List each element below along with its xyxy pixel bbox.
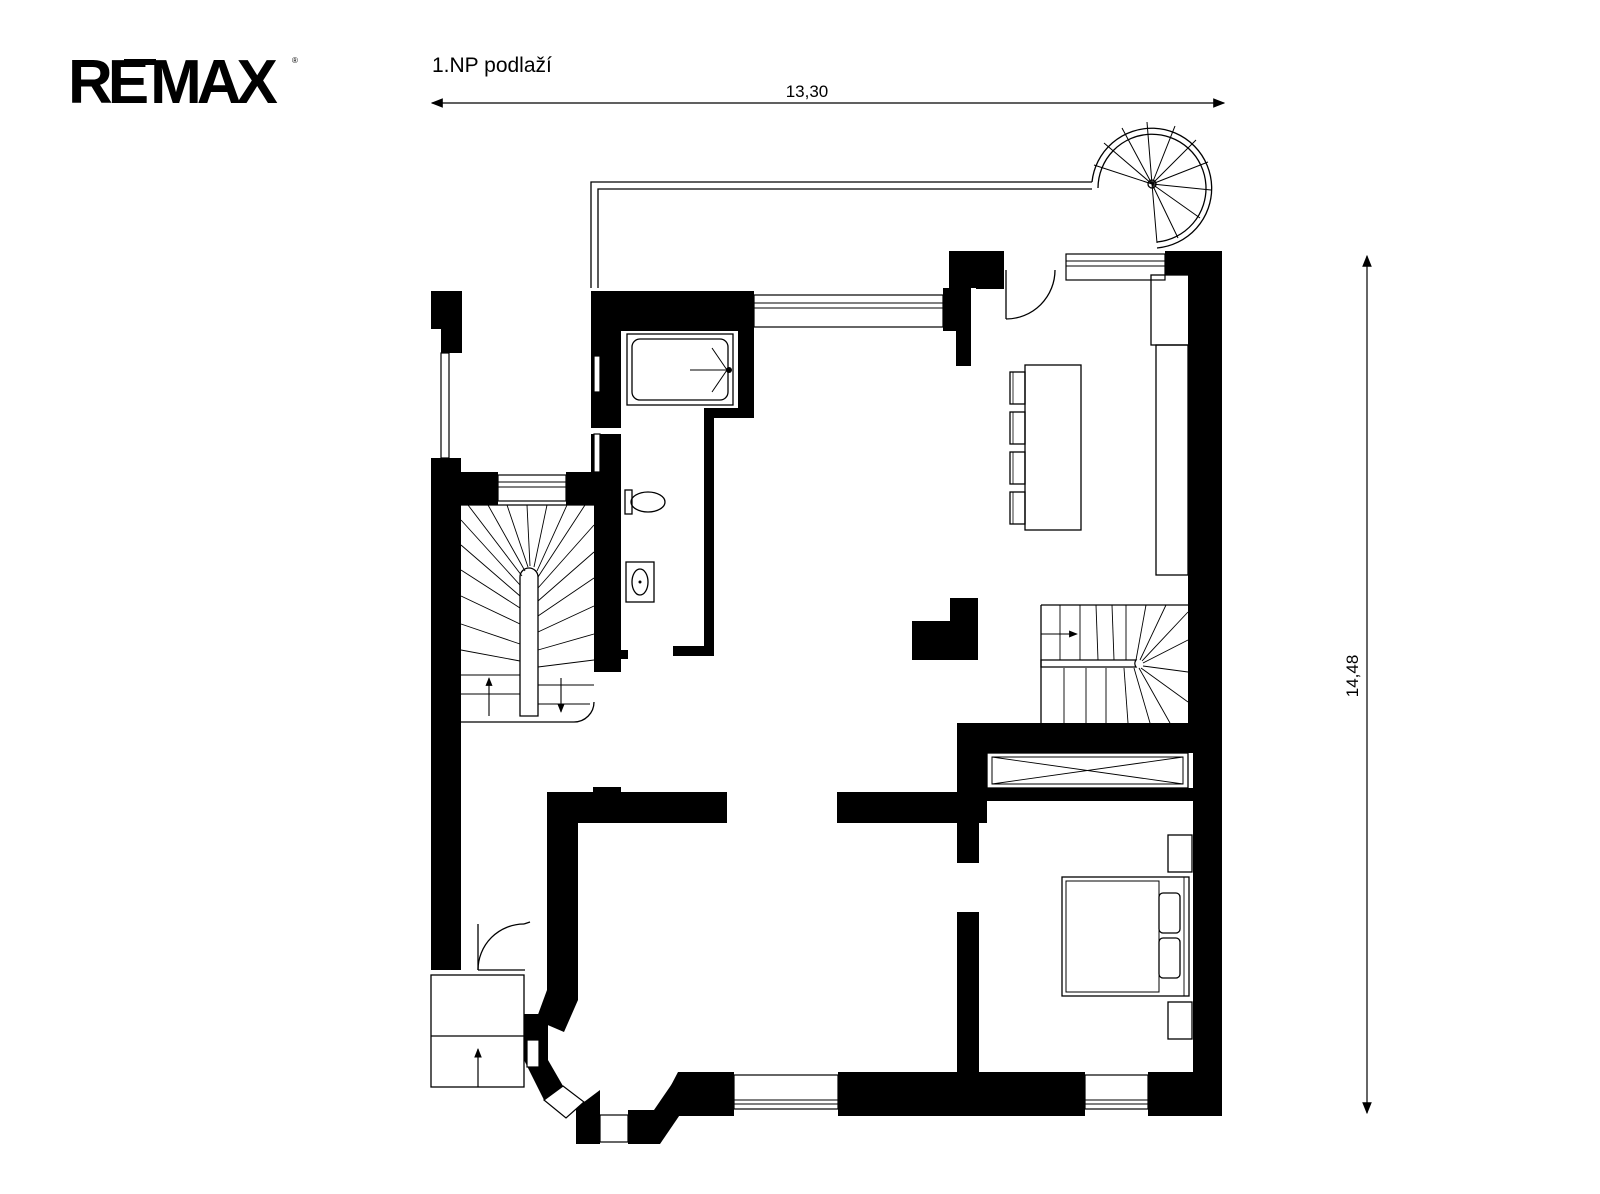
window bbox=[599, 1114, 629, 1143]
wall bbox=[957, 723, 987, 795]
wardrobe bbox=[986, 752, 1189, 789]
wall bbox=[431, 472, 498, 505]
wall bbox=[431, 291, 462, 329]
wall bbox=[837, 792, 987, 823]
wall bbox=[673, 646, 714, 656]
wall bbox=[524, 1060, 563, 1100]
wall bbox=[593, 787, 621, 793]
wall bbox=[704, 418, 714, 654]
nightstands bbox=[1167, 834, 1193, 1040]
remax-logo: REMAX ® bbox=[68, 48, 298, 117]
plan-title: 1.NP podlaží bbox=[432, 54, 552, 77]
wall bbox=[655, 1072, 734, 1116]
wall bbox=[838, 1072, 1085, 1116]
wall bbox=[594, 472, 621, 672]
staircase-left bbox=[460, 504, 595, 723]
window bbox=[1084, 1074, 1149, 1110]
wall bbox=[1148, 1072, 1222, 1116]
toilet bbox=[624, 489, 666, 515]
logo-text: REMAX bbox=[68, 48, 278, 117]
dining-table bbox=[1009, 364, 1082, 531]
wall bbox=[956, 331, 971, 366]
window bbox=[497, 474, 567, 502]
bed bbox=[1061, 876, 1190, 997]
wall bbox=[547, 792, 578, 1000]
window bbox=[526, 1039, 540, 1068]
staircase-right bbox=[1040, 604, 1193, 724]
window bbox=[753, 294, 944, 328]
window bbox=[593, 355, 601, 393]
window bbox=[543, 1085, 585, 1119]
height-dimension-label: 14,48 bbox=[1343, 655, 1362, 698]
sink bbox=[625, 561, 655, 603]
wall bbox=[738, 331, 754, 417]
window bbox=[1065, 253, 1166, 281]
wall bbox=[1188, 275, 1193, 725]
spiral-staircase bbox=[1091, 121, 1213, 249]
entrance-steps bbox=[430, 974, 525, 1088]
wall bbox=[950, 598, 978, 660]
wall bbox=[431, 458, 461, 970]
window bbox=[733, 1074, 839, 1110]
window bbox=[593, 433, 601, 473]
wall bbox=[957, 788, 1193, 801]
wall bbox=[441, 325, 462, 353]
width-dimension-label: 13,30 bbox=[786, 82, 829, 101]
wall bbox=[591, 392, 621, 428]
kitchen-counter bbox=[1150, 274, 1194, 576]
walls bbox=[431, 251, 1222, 1144]
windows bbox=[440, 253, 1166, 1143]
wall bbox=[976, 251, 1004, 289]
wall bbox=[704, 408, 754, 418]
window bbox=[440, 352, 450, 459]
wall bbox=[943, 288, 971, 331]
wall bbox=[957, 723, 1193, 753]
doors bbox=[477, 269, 1056, 971]
logo-registered-mark: ® bbox=[292, 56, 298, 65]
wall bbox=[620, 650, 628, 659]
bathtub bbox=[626, 333, 734, 406]
terrace bbox=[590, 181, 1092, 288]
wall bbox=[628, 1110, 654, 1144]
wall bbox=[957, 912, 979, 1072]
wall bbox=[591, 291, 621, 356]
wall bbox=[1193, 251, 1222, 1116]
